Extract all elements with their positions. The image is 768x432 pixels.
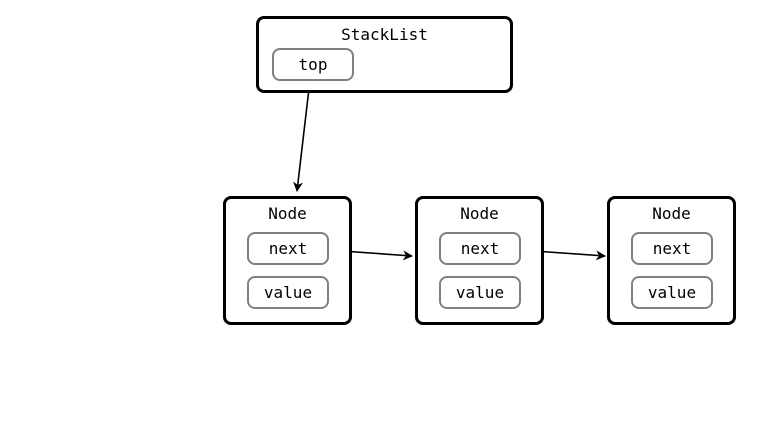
top-field: top xyxy=(272,48,354,81)
top-to-node-1-arrow xyxy=(293,79,311,192)
node-value-field: value xyxy=(631,276,713,309)
node-next-field: next xyxy=(631,232,713,265)
node-next-field: next xyxy=(247,232,329,265)
node-box-1: Node next value xyxy=(223,196,352,325)
node-value-field: value xyxy=(247,276,329,309)
node-title: Node xyxy=(460,204,499,223)
stacklist-title: StackList xyxy=(341,25,428,44)
node-box-2: Node next value xyxy=(415,196,544,325)
node-value-field: value xyxy=(439,276,521,309)
node-box-3: Node next value xyxy=(607,196,736,325)
node-title: Node xyxy=(652,204,691,223)
node-title: Node xyxy=(268,204,307,223)
node-next-field: next xyxy=(439,232,521,265)
stacklist-box: StackList top xyxy=(256,16,513,93)
